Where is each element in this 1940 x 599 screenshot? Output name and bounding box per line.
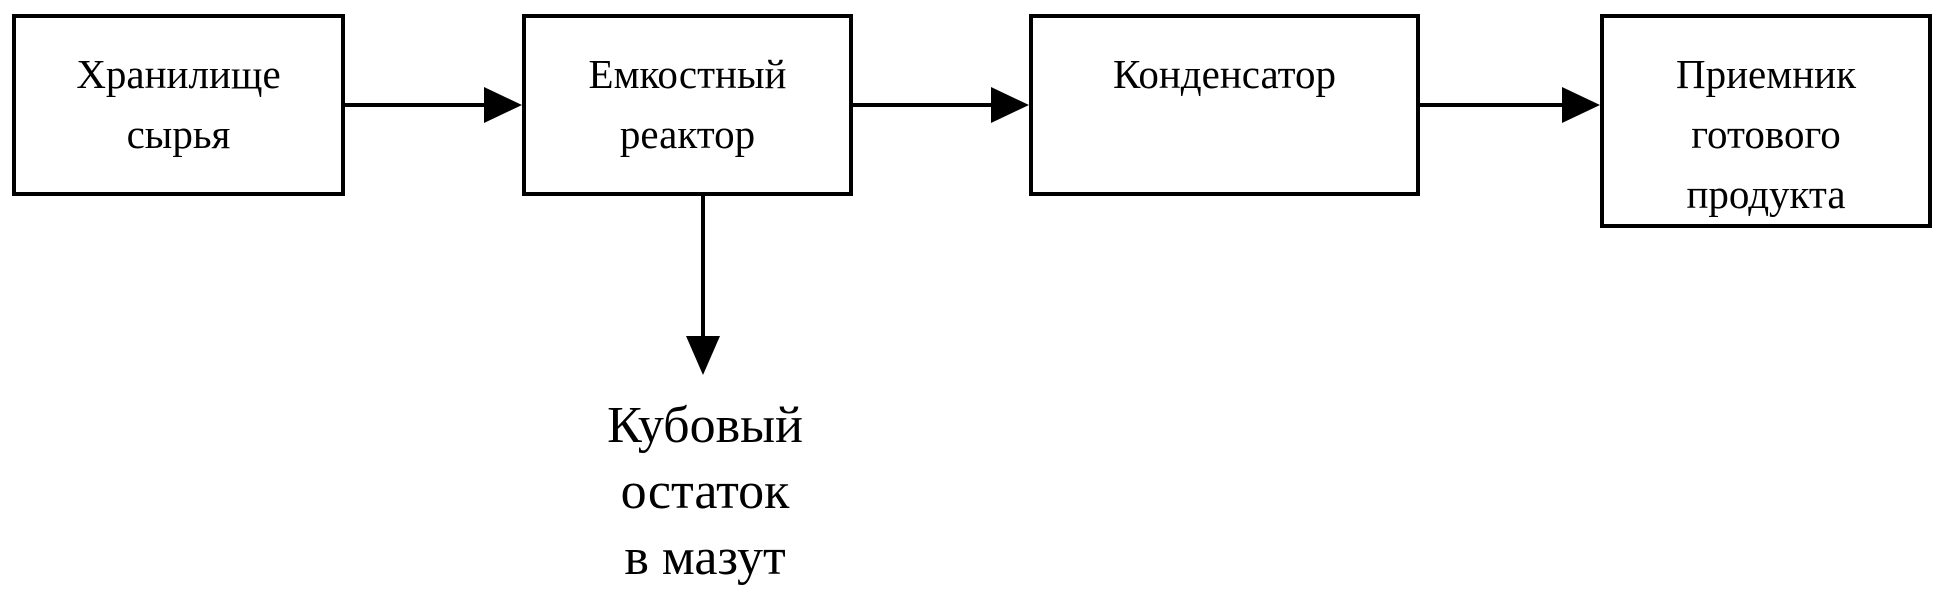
arrow-storage-to-reactor [345,87,522,123]
storage-label-line-2: сырья [16,104,341,164]
reactor-label-line-1: Емкостный [526,44,849,104]
receiver-label-line-1: Приемник [1604,44,1928,104]
arrow-reactor-to-condenser [853,87,1029,123]
storage-label-line-1: Хранилище [16,44,341,104]
condenser-label-line-1: Конденсатор [1033,44,1416,104]
receiver-label-line-2: готового [1604,104,1928,164]
residue-output-label: Кубовый остаток в мазут [560,393,850,591]
arrow-condenser-to-receiver [1420,87,1600,123]
receiver-node: Приемник готового продукта [1600,14,1932,228]
reactor-node: Емкостный реактор [522,14,853,196]
residue-label-line-2: остаток [560,459,850,525]
arrow-reactor-to-residue [686,196,720,375]
reactor-label-line-2: реактор [526,104,849,164]
storage-node: Хранилище сырья [12,14,345,196]
residue-label-line-3: в мазут [560,525,850,591]
condenser-node: Конденсатор [1029,14,1420,196]
residue-label-line-1: Кубовый [560,393,850,459]
receiver-label-line-3: продукта [1604,164,1928,224]
